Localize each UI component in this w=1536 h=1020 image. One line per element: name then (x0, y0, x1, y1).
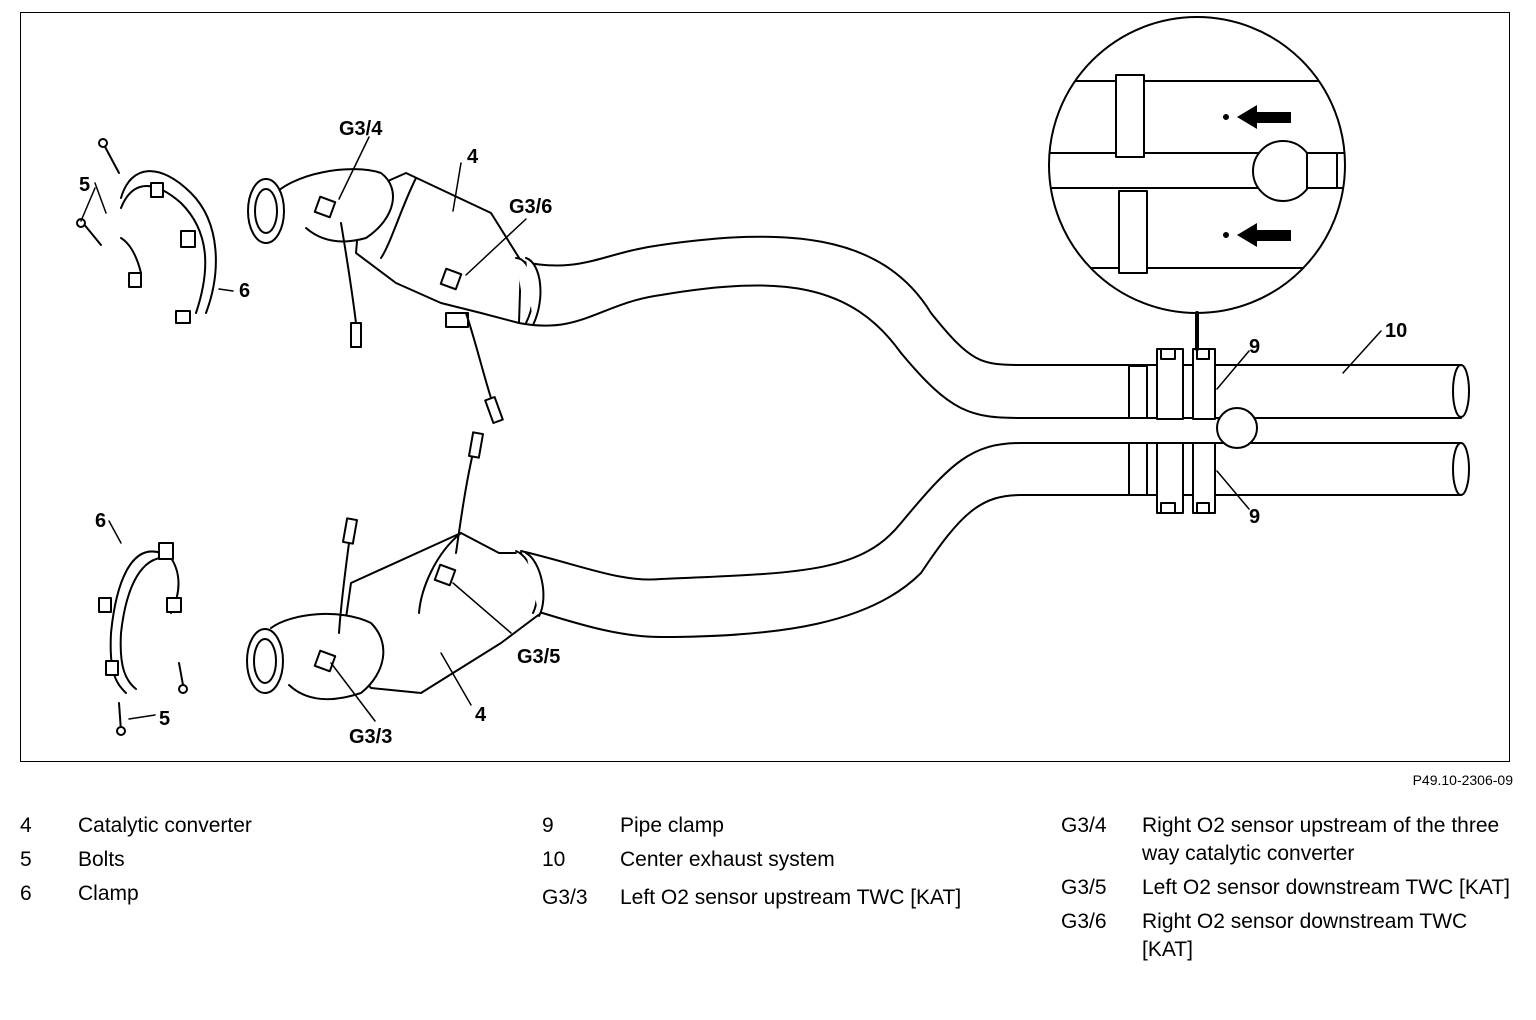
upper-pipe (518, 235, 1470, 419)
callout-g35: G3/5 (517, 646, 560, 668)
legend-row: G3/3 Left O2 sensor upstream TWC [KAT] (542, 884, 1022, 912)
exhaust-diagram: G3/4 4 G3/6 5 6 6 5 G3/5 G3/3 4 9 9 10 (76, 16, 1470, 748)
legend-column-1: 4 Catalytic converter 5 Bolts 6 Clamp (20, 812, 500, 914)
legend-key: G3/5 (1061, 876, 1107, 899)
legend-desc: Center exhaust system (620, 848, 835, 871)
pipe-clamp-lower (1128, 442, 1216, 514)
callout-g33: G3/3 (349, 726, 392, 748)
legend-row: 5 Bolts (20, 846, 500, 874)
pipe-clamp-upper (1128, 348, 1216, 420)
lower-pipe (520, 442, 1470, 638)
legend-row: G3/5 Left O2 sensor downstream TWC [KAT] (1061, 874, 1521, 902)
o2-sensor-g34 (313, 195, 362, 348)
legend-row: G3/6 Right O2 sensor downstream TWC [KAT… (1061, 908, 1521, 964)
callout-6-top: 6 (239, 280, 250, 302)
callout-4-top: 4 (467, 146, 479, 168)
callout-4-bottom: 4 (475, 704, 487, 726)
legend-desc: Bolts (78, 848, 125, 871)
legend-column-2: 9 Pipe clamp 10 Center exhaust system G3… (542, 812, 1022, 918)
legend-desc: Catalytic converter (78, 814, 252, 837)
clamp-lower (98, 542, 188, 736)
legend-key: 10 (542, 848, 566, 871)
detail-view (1048, 16, 1346, 351)
crossover-ball (1216, 407, 1258, 449)
legend-key: 6 (20, 882, 32, 905)
legend-key: G3/4 (1061, 814, 1107, 837)
o2-sensor-g33 (313, 517, 359, 673)
callout-5-bottom: 5 (159, 708, 170, 730)
callout-g36: G3/6 (509, 196, 552, 218)
callout-10: 10 (1385, 320, 1407, 342)
legend-row: 10 Center exhaust system (542, 846, 1022, 874)
callout-9-bottom: 9 (1249, 506, 1260, 528)
catalytic-converter-lower (246, 532, 545, 701)
legend-row: 4 Catalytic converter (20, 812, 500, 840)
flow-arrow-icon (1237, 223, 1291, 247)
callout-9-top: 9 (1249, 336, 1260, 358)
legend-row: G3/4 Right O2 sensor upstream of the thr… (1061, 812, 1521, 868)
diagram-frame: G3/4 4 G3/6 5 6 6 5 G3/5 G3/3 4 9 9 10 (20, 12, 1510, 762)
legend-desc: Left O2 sensor upstream TWC [KAT] (620, 886, 962, 909)
legend-key: 4 (20, 814, 32, 837)
callout-g34: G3/4 (339, 118, 383, 140)
callout-5-top: 5 (79, 174, 90, 196)
catalytic-converter-upper (247, 168, 542, 328)
legend-key: 5 (20, 848, 32, 871)
legend-key: 9 (542, 814, 554, 837)
legend-key: G3/3 (542, 886, 588, 909)
o2-sensor-g36 (439, 267, 504, 424)
legend-desc: Left O2 sensor downstream TWC [KAT] (1142, 876, 1511, 899)
legend-desc: Pipe clamp (620, 814, 724, 837)
legend-column-3: G3/4 Right O2 sensor upstream of the thr… (1061, 812, 1521, 970)
legend-row: 6 Clamp (20, 880, 500, 908)
legend-desc: Right O2 sensor upstream of the three wa… (1142, 814, 1500, 865)
legend-row: 9 Pipe clamp (542, 812, 1022, 840)
clamp-upper (76, 138, 217, 324)
o2-sensor-g35 (433, 431, 485, 587)
leader-lines (80, 136, 1382, 722)
legend-key: G3/6 (1061, 910, 1107, 933)
legend-desc: Clamp (78, 882, 139, 905)
flow-arrow-icon (1237, 105, 1291, 129)
callout-6-bottom: 6 (95, 510, 106, 532)
legend-desc: Right O2 sensor downstream TWC [KAT] (1142, 910, 1468, 961)
figure-code: P49.10-2306-09 (1412, 772, 1513, 788)
